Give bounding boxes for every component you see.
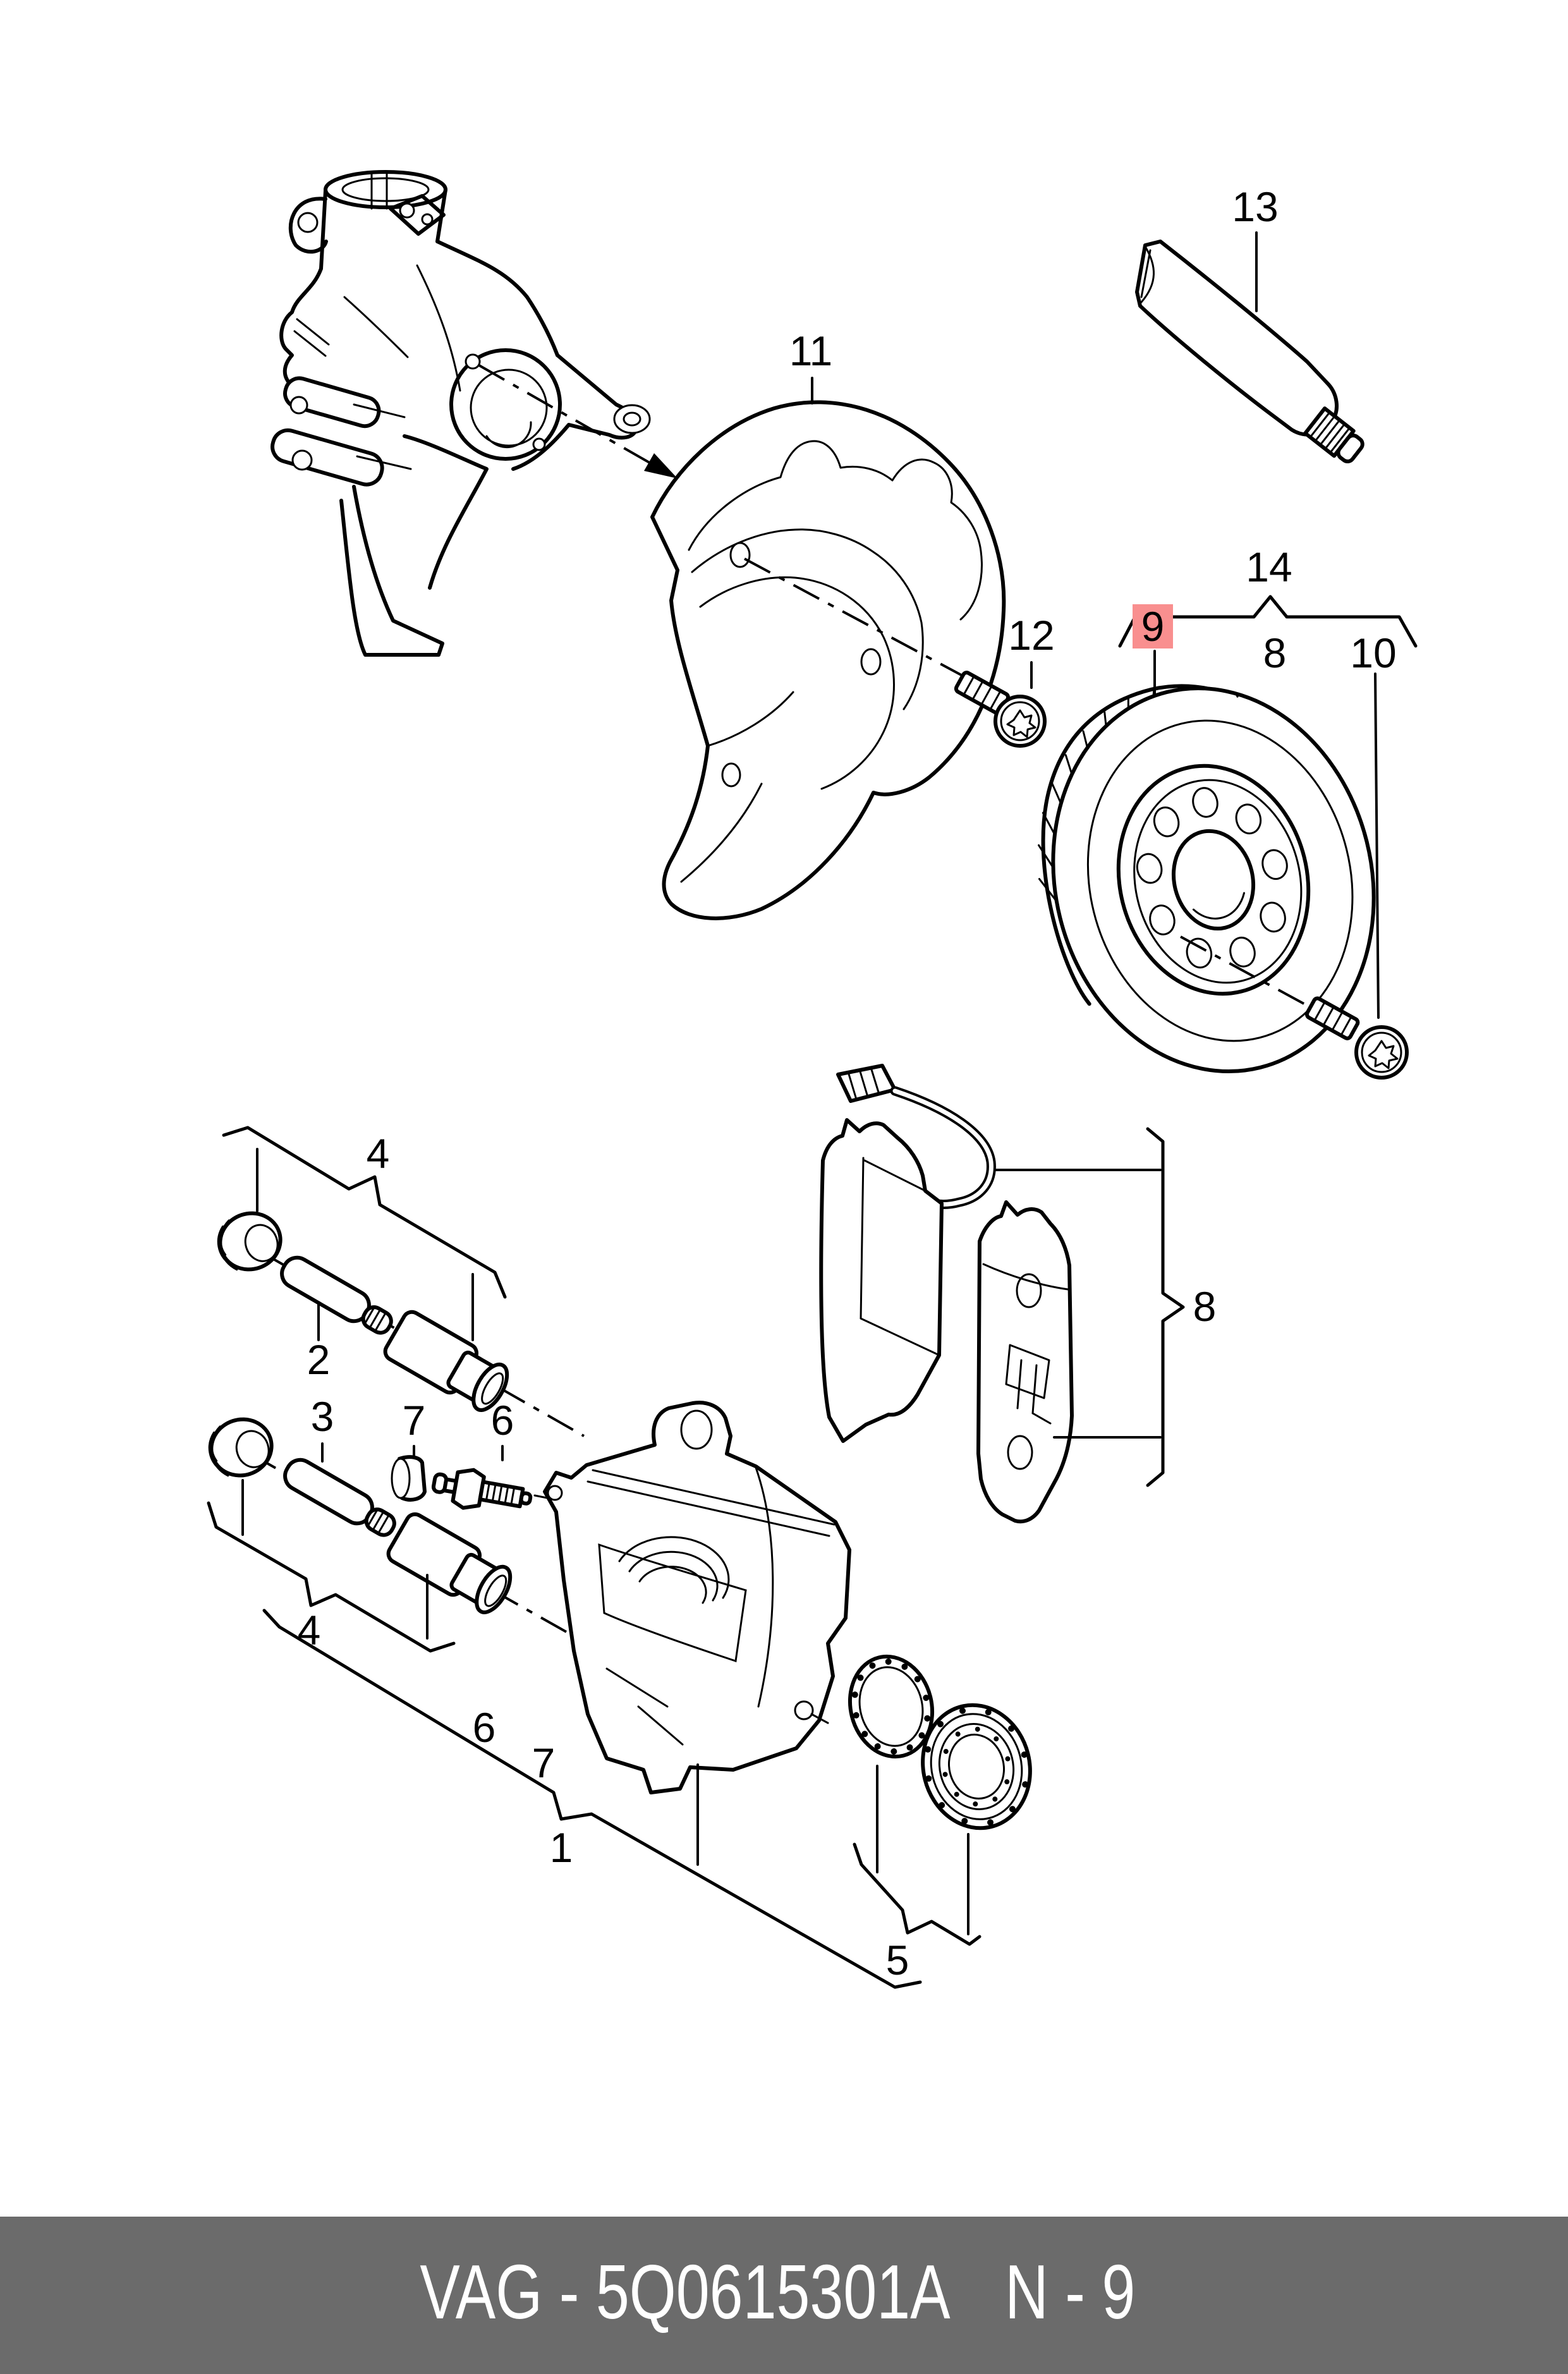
bleeder-cap [391,1455,427,1502]
bleeder-valve [431,1468,533,1510]
screw-12-drawing [954,671,1047,748]
caliper-mount-lugs [270,376,384,487]
callout-14[interactable]: 14 [1246,544,1292,590]
footer-page-code: N - 9 [1005,2249,1135,2335]
callout-11[interactable]: 11 [789,327,833,374]
footer-part-number: VAG - 5Q0615301A [420,2249,950,2335]
lower-cap [208,1417,274,1478]
callout-13[interactable]: 13 [1232,183,1278,230]
footer-bar-background [0,2217,1568,2374]
lower-guide-pin [283,1458,396,1537]
footer-bar: VAG - 5Q0615301A N - 9 [0,2217,1568,2374]
splash-shield-drawing [650,400,1006,920]
callout-8-top[interactable]: 8 [1263,630,1287,676]
bracket-4-upper [222,1126,507,1299]
upper-pin-group-drawing [217,1211,509,1412]
highlight-box-9[interactable] [1133,604,1173,648]
wear-sensor [836,1064,996,1209]
bracket-5 [853,1842,982,1946]
disc-bolt-holes [1136,787,1288,969]
lower-pin-group-drawing [208,1417,555,1614]
screw-10-drawing [1304,996,1409,1080]
callout-6-top[interactable]: 6 [491,1397,514,1444]
piston-seal-ring-drawing [848,1654,935,1759]
callout-group-4-upper: 4 [222,1126,507,1341]
assembly-axis-shield-screw12 [744,557,988,690]
seal-ring-dots [851,1658,931,1755]
callout-group-1: 6 7 1 [262,1609,922,1989]
bracket-4-lower [207,1501,456,1653]
callout-10-pointer [1374,673,1380,1019]
brake-caliper-drawing [543,1401,851,1794]
bracket-8 [1146,1127,1185,1487]
upper-cap [217,1211,283,1272]
callout-1[interactable]: 1 [550,1824,573,1871]
upper-guide-pin [280,1255,393,1335]
callout-5[interactable]: 5 [886,1937,909,1983]
callout-group-14: 14 9 8 10 [1118,544,1418,1019]
upper-bushing [383,1310,509,1412]
callout-10[interactable]: 10 [1350,630,1396,676]
bracket-1 [262,1609,922,1989]
lower-bushing [386,1512,513,1614]
dust-boot-dots [925,1707,1029,1826]
brake-pads-drawing [819,1064,1074,1524]
callout-8[interactable]: 8 [1193,1283,1217,1330]
disc-vent-hatches [1038,685,1239,903]
callout-9[interactable]: 9 [1141,603,1165,650]
callout-2[interactable]: 2 [307,1336,331,1383]
callout-6[interactable]: 6 [473,1704,496,1751]
steering-knuckle-drawing [270,170,651,657]
callout-7-top[interactable]: 7 [403,1397,426,1444]
callout-3[interactable]: 3 [311,1393,334,1440]
assembly-axis-knuckle-shield [478,364,678,478]
callout-group-5: 5 [853,1765,982,1983]
callout-group-4-lower: 4 [207,1479,456,1653]
assembly-arrowhead [644,453,678,478]
callout-group-8: 8 [994,1127,1217,1487]
brake-disc-drawing [1038,684,1376,1074]
dust-boot-drawing [921,1703,1032,1830]
callout-4-upper[interactable]: 4 [367,1130,390,1177]
callout-12[interactable]: 12 [1008,612,1054,659]
grease-tube-drawing [1135,240,1364,464]
callout-7[interactable]: 7 [532,1739,556,1786]
